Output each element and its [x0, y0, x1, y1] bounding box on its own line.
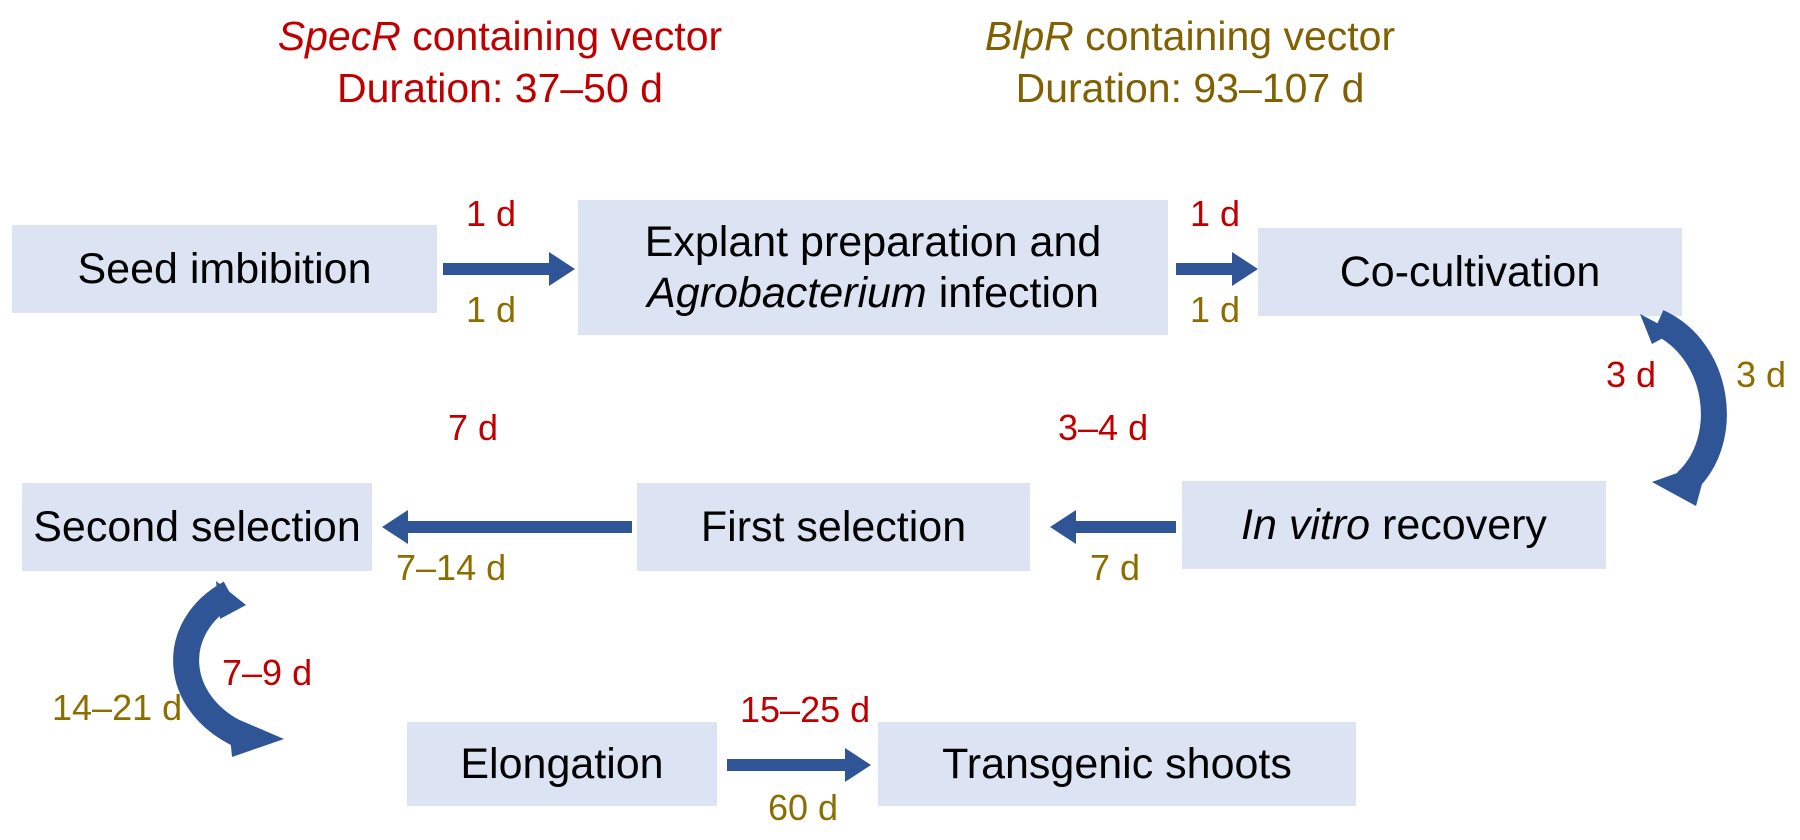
box-second-selection[interactable]: Second selection — [22, 483, 372, 571]
label-second-to-elongation-red: 7–9 d — [222, 652, 313, 693]
arrow-head-left — [382, 510, 408, 544]
specr-vector-header: SpecR containing vector Duration: 37–50 … — [150, 10, 850, 115]
box-in-vitro-recovery-label: In vitro recovery — [1241, 500, 1547, 551]
label-elongation-to-shoots-gold: 60 d — [768, 787, 839, 828]
box-elongation-label: Elongation — [460, 739, 664, 788]
box-elongation[interactable]: Elongation — [407, 722, 717, 806]
arrow-head-left — [1050, 510, 1076, 544]
blpr-duration: Duration: 93–107 d — [1015, 65, 1365, 112]
box-explant-line1: Explant preparation and — [644, 217, 1102, 266]
label-invitro-to-first-gold: 7 d — [1090, 547, 1141, 588]
arrow-head-right — [549, 252, 575, 286]
label-explant-to-cocultivation-red: 1 d — [1190, 193, 1241, 234]
label-first-to-second-red: 7 d — [448, 407, 499, 448]
blpr-vector-suffix: containing vector — [1073, 13, 1396, 59]
label-seed-to-explant-red: 1 d — [466, 193, 517, 234]
label-elongation-to-shoots-red: 15–25 d — [740, 689, 871, 730]
box-explant-preparation[interactable]: Explant preparation and Agrobacterium in… — [578, 200, 1168, 335]
specr-vector-suffix: containing vector — [400, 13, 723, 59]
label-cocultivation-to-invitro-red: 3 d — [1606, 354, 1657, 395]
label-seed-to-explant-gold: 1 d — [466, 289, 517, 330]
agrobacterium-italic: Agrobacterium — [647, 268, 927, 317]
arrow-shaft — [727, 759, 845, 771]
arrow-shaft — [1076, 521, 1176, 533]
blpr-vector-name: BlpR — [984, 13, 1074, 59]
box-first-selection[interactable]: First selection — [637, 483, 1030, 571]
arrow-head-right — [1232, 252, 1258, 286]
box-transgenic-shoots-label: Transgenic shoots — [942, 739, 1292, 788]
specr-vector-name: SpecR — [277, 13, 401, 59]
in-vitro-italic: In vitro — [1241, 500, 1371, 549]
label-second-to-elongation-gold: 14–21 d — [52, 687, 183, 728]
arrow-head-right — [845, 748, 871, 782]
box-explant-line2: Agrobacterium infection — [647, 268, 1099, 319]
arrow-shaft — [1176, 263, 1232, 275]
box-first-selection-label: First selection — [700, 502, 967, 551]
box-second-selection-label: Second selection — [33, 502, 361, 551]
blpr-vector-title: BlpR containing vector — [890, 10, 1490, 62]
box-transgenic-shoots[interactable]: Transgenic shoots — [878, 722, 1356, 806]
label-first-to-second-gold: 7–14 d — [396, 547, 507, 588]
label-cocultivation-to-invitro-gold: 3 d — [1736, 354, 1787, 395]
box-in-vitro-recovery[interactable]: In vitro recovery — [1182, 481, 1606, 569]
label-invitro-to-first-red: 3–4 d — [1058, 407, 1149, 448]
recovery-text: recovery — [1370, 500, 1547, 549]
box-co-cultivation-label: Co-cultivation — [1339, 247, 1601, 296]
box-seed-imbibition[interactable]: Seed imbibition — [12, 225, 437, 313]
label-explant-to-cocultivation-gold: 1 d — [1190, 289, 1241, 330]
arrow-shaft — [443, 263, 549, 275]
specr-duration: Duration: 37–50 d — [337, 65, 663, 112]
curved-arrow-cocultivation-to-invitro — [1640, 310, 1727, 506]
arrow-shaft — [408, 521, 632, 533]
specr-vector-title: SpecR containing vector — [150, 10, 850, 62]
box-co-cultivation[interactable]: Co-cultivation — [1258, 228, 1682, 316]
infection-text: infection — [926, 268, 1099, 317]
blpr-vector-header: BlpR containing vector Duration: 93–107 … — [890, 10, 1490, 115]
box-seed-imbibition-label: Seed imbibition — [77, 244, 372, 293]
